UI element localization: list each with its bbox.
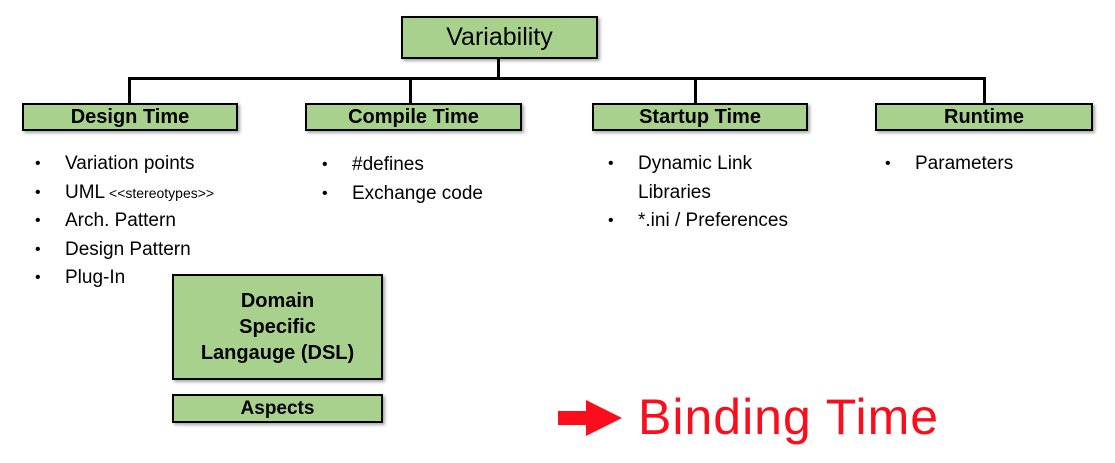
binding-time-label: Binding Time <box>638 389 940 445</box>
startup-time-list: • Dynamic Link Libraries • *.ini / Preferen… <box>608 150 810 236</box>
bullet-icon: • <box>35 269 41 286</box>
list-item: • Exchange code <box>322 180 483 209</box>
startup-time-label: Startup Time <box>639 105 761 128</box>
list-item-label: Exchange code <box>352 182 483 204</box>
list-item: • Arch. Pattern <box>35 207 214 236</box>
list-item: • UML <<stereotypes>> <box>35 179 214 208</box>
design-time-list: • Variation points • UML <<stereotypes>> • Ar… <box>35 150 214 293</box>
list-item: • Plug-In <box>35 264 214 293</box>
connector-drop-runtime <box>983 79 986 103</box>
connector-drop-compile <box>409 79 412 103</box>
list-item-small-label: <<stereotypes>> <box>105 184 215 201</box>
runtime-label: Runtime <box>944 105 1024 128</box>
list-item-label: Arch. Pattern <box>65 210 176 231</box>
runtime-list: • Parameters <box>885 150 1013 179</box>
aspects-box: Aspects <box>172 394 383 423</box>
list-item: • Variation points <box>35 150 214 179</box>
bullet-icon: • <box>608 212 614 229</box>
list-item: • *.ini / Preferences <box>608 207 810 236</box>
list-item-label: #defines <box>352 154 424 175</box>
connector-drop-design <box>128 79 131 103</box>
list-item-label: Plug-In <box>65 267 126 288</box>
bullet-icon: • <box>322 184 328 202</box>
bullet-icon: • <box>35 183 41 201</box>
bullet-icon: • <box>35 155 41 172</box>
connector-horizontal <box>128 77 986 80</box>
bullet-icon: • <box>35 212 41 229</box>
list-item-label: Variation points <box>65 153 195 174</box>
connector-stem <box>497 58 500 78</box>
list-item: • Design Pattern <box>35 236 214 265</box>
right-arrow-icon-head <box>586 400 622 436</box>
list-item: • Dynamic Link Libraries <box>608 150 810 207</box>
aspects-label: Aspects <box>240 397 315 419</box>
compile-time-box: Compile Time <box>305 103 522 131</box>
list-item-label: UML <<stereotypes>> <box>65 181 215 203</box>
bullet-icon: • <box>885 155 891 172</box>
design-time-label: Design Time <box>70 105 190 128</box>
connector-drop-startup <box>694 79 697 103</box>
design-time-box: Design Time <box>22 103 238 131</box>
compile-time-label: Compile Time <box>348 105 479 128</box>
list-item-label: *.ini / Preferences <box>638 210 788 231</box>
list-item-label: Parameters <box>915 153 1014 174</box>
list-item-label: Design Pattern <box>65 238 191 260</box>
runtime-box: Runtime <box>875 103 1093 131</box>
bullet-icon: • <box>35 240 41 258</box>
startup-time-box: Startup Time <box>592 103 808 131</box>
compile-time-list: • #defines • Exchange code <box>322 151 483 208</box>
list-item: • #defines <box>322 151 483 180</box>
bullet-icon: • <box>608 155 614 172</box>
variability-label: Variability <box>446 23 553 51</box>
right-arrow-icon <box>558 411 586 425</box>
list-item-label: Dynamic Link Libraries <box>638 153 753 203</box>
variability-box: Variability <box>401 16 598 59</box>
bullet-icon: • <box>322 156 328 173</box>
list-item: • Parameters <box>885 150 1013 179</box>
